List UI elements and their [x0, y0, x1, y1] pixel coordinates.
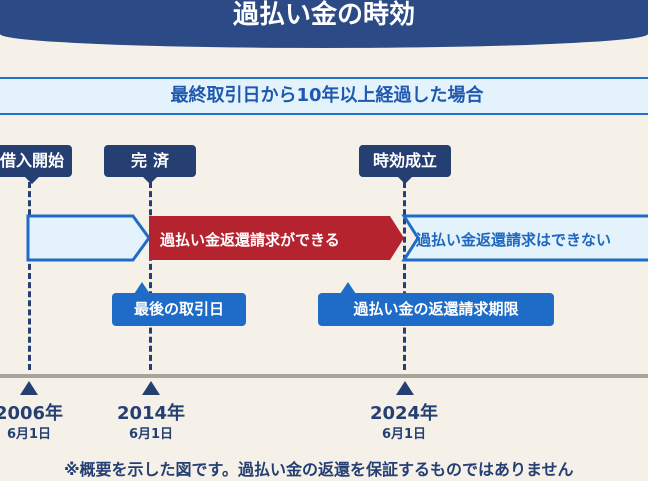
timeline-date: 6月1日 [128, 427, 174, 442]
claim-impossible-label: 過払い金返還請求はできない [416, 231, 612, 249]
timeline-year: 2024年 [369, 403, 439, 424]
dashed-line-start [28, 182, 31, 370]
last-trade-callout: 最後の取引日 [112, 282, 246, 326]
claim-possible-arrow [149, 216, 404, 260]
tag-statute-expiry: 時効成立 [359, 145, 451, 184]
dashed-line-complete [149, 182, 152, 370]
claim-possible-label: 過払い金返還請求ができる [160, 231, 340, 249]
timeline-marker-2024 [396, 381, 414, 395]
disclaimer-note: ※概要を示した図です。過払い金の返還を保証するものではありません [64, 460, 574, 479]
timeline-date: 6月1日 [381, 427, 427, 442]
timeline-year: 2014年 [116, 403, 186, 424]
dashed-line-expiry [403, 182, 406, 370]
claim-impossible-arrow [401, 214, 648, 262]
timeline-marker-2014 [142, 381, 160, 395]
timeline-year: 2006年 [0, 403, 64, 424]
timeline-marker-2006 [20, 381, 38, 395]
tag-borrowing-start: 借入開始 [0, 145, 72, 184]
claim-deadline-callout: 過払い金の返還請求期限 [318, 282, 554, 326]
period-arrows [26, 214, 648, 262]
borrowing-period-arrow [26, 214, 151, 262]
timeline-axis [0, 374, 648, 378]
condition-banner: 最終取引日から10年以上経過した場合 [0, 77, 648, 115]
page-title: 過払い金の時効 [0, 0, 648, 48]
timeline-date: 6月1日 [6, 427, 52, 442]
tag-repayment-complete: 完済 [104, 145, 196, 184]
